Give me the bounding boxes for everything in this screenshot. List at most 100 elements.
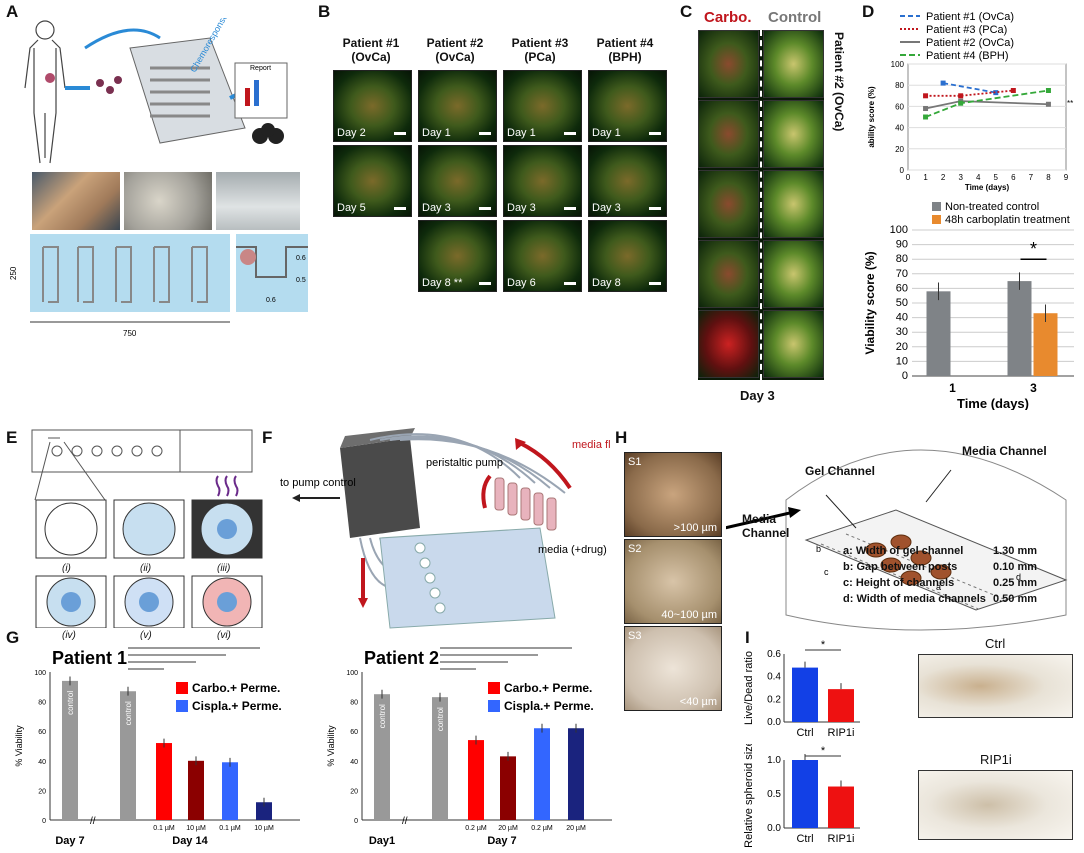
media-flow-label: media flow (572, 439, 610, 451)
x-tick-label: 0.2 µM (465, 825, 487, 832)
significance-annotation: * (821, 745, 826, 757)
series-line-2 (925, 100, 1049, 110)
bar-1 (828, 689, 854, 722)
dim-height: 250 (9, 266, 18, 280)
media-channel-left-label: Media Channel (742, 512, 790, 540)
x-tick-label: 10 µM (254, 825, 274, 832)
bar-4 (222, 762, 238, 820)
media-channel-top-label: Media Channel (962, 444, 1047, 458)
dim-b: b (816, 544, 821, 554)
carbo-image-5 (698, 310, 759, 378)
data-point-2 (923, 106, 929, 112)
x-tick-label: 3 (958, 173, 963, 182)
bar-3 (500, 756, 516, 820)
report-text: Report (250, 65, 271, 72)
sub-vi: (vi) (217, 630, 231, 641)
control-image-4 (763, 240, 824, 308)
x-tick-label: 1 (923, 173, 928, 182)
control-image-1 (763, 30, 824, 98)
x-tick-label: 0 (906, 173, 911, 182)
y-tick-label: 80 (895, 81, 904, 90)
sub-iv: (iv) (62, 630, 76, 641)
bar-2 (156, 743, 172, 820)
x-tick-label: RIP1i (828, 727, 855, 739)
y-tick-label: 20 (38, 788, 46, 795)
data-point-1 (1010, 88, 1016, 93)
y-tick-label: 70 (896, 268, 908, 280)
dim-a: a (936, 582, 941, 592)
panel-label-h: H (615, 428, 628, 447)
sub-v: (v) (140, 630, 152, 641)
legend-swatch-0 (932, 202, 941, 211)
legend-swatch-0 (488, 682, 500, 694)
bar-0 (792, 667, 818, 722)
x-tick-label: 10 µM (186, 825, 206, 832)
panel-label-i: I (745, 628, 750, 647)
channel-schematic: 250 750 0.6 0.5 0.6 (9, 234, 308, 338)
y-tick-label: 100 (891, 60, 905, 69)
y-axis-label: ability score (%) (867, 86, 876, 148)
patient-2-side-label: Patient #2 (OvCa) (832, 32, 846, 132)
micrograph-b-8: Day 3 (588, 145, 667, 217)
y-tick-label: 0 (902, 370, 908, 382)
y-tick-label: 60 (895, 102, 904, 111)
photo-chip-device (216, 172, 300, 230)
y-tick-label: 20 (896, 341, 908, 353)
significance-annotation: * (821, 639, 826, 651)
y-tick-label: 80 (38, 700, 46, 707)
control-label: Control (768, 9, 822, 26)
y-tick-label: 0.0 (767, 823, 781, 834)
y-tick-label: 1.0 (767, 755, 781, 766)
y-tick-label: 0.2 (767, 694, 781, 705)
y-tick-label: 0.0 (767, 717, 781, 728)
y-tick-label: 40 (895, 124, 904, 133)
micrograph-b-2: Day 1 (418, 70, 497, 142)
y-tick-label: 10 (896, 355, 908, 367)
dashed-divider (760, 30, 762, 380)
legend-label-1: Cispla.+ Perme. (192, 699, 282, 713)
micrograph-b-4: Day 1 (588, 70, 667, 142)
panel-label-e: E (6, 428, 18, 447)
x-tick-label: 5 (994, 173, 999, 182)
panel-label-d: D (862, 2, 875, 21)
carbo-image-3 (698, 170, 759, 238)
dim-d1: 0.6 (296, 255, 306, 262)
axis-break: // (90, 816, 96, 827)
legend-label-0: Carbo.+ Perme. (192, 681, 280, 695)
y-axis-label: % Viability (14, 725, 24, 767)
micrograph-b-6: Day 3 (418, 145, 497, 217)
x-tick-label: 8 (1046, 173, 1051, 182)
y-tick-label: 100 (34, 670, 46, 677)
data-point-0 (940, 80, 946, 86)
bar-1-1 (1033, 313, 1058, 376)
y-axis-label: Live/Dead ratio (743, 651, 755, 725)
x-axis-label: Time (days) (957, 396, 1029, 410)
panel-label-g: G (6, 628, 20, 647)
x-tick-label: 9 (1064, 173, 1069, 182)
x-tick-label: 6 (1011, 173, 1016, 182)
bar-0-0 (926, 291, 951, 376)
data-point-3 (958, 100, 964, 106)
data-point-0 (993, 90, 999, 96)
y-tick-label: 40 (350, 759, 358, 766)
legend-label-3: Patient #4 (BPH) (926, 50, 1009, 62)
y-tick-label: 100 (346, 670, 358, 677)
y-tick-label: 50 (896, 297, 908, 309)
ctrl-image-title: Ctrl (985, 636, 1006, 651)
x-tick-label: Ctrl (796, 727, 813, 739)
x-tick-label: 0.1 µM (153, 825, 175, 832)
legend-swatch-0 (176, 682, 188, 694)
data-point-2 (1045, 101, 1051, 107)
legend-label-0: Non-treated control (945, 201, 1039, 213)
control-image-3 (763, 170, 824, 238)
micrograph-b-11: Day 8 (588, 220, 667, 292)
bar-inner-label: control (124, 701, 133, 725)
bar-inner-label: control (436, 707, 445, 731)
dim-d3: 0.6 (266, 297, 276, 304)
photo-tissue (32, 172, 120, 230)
